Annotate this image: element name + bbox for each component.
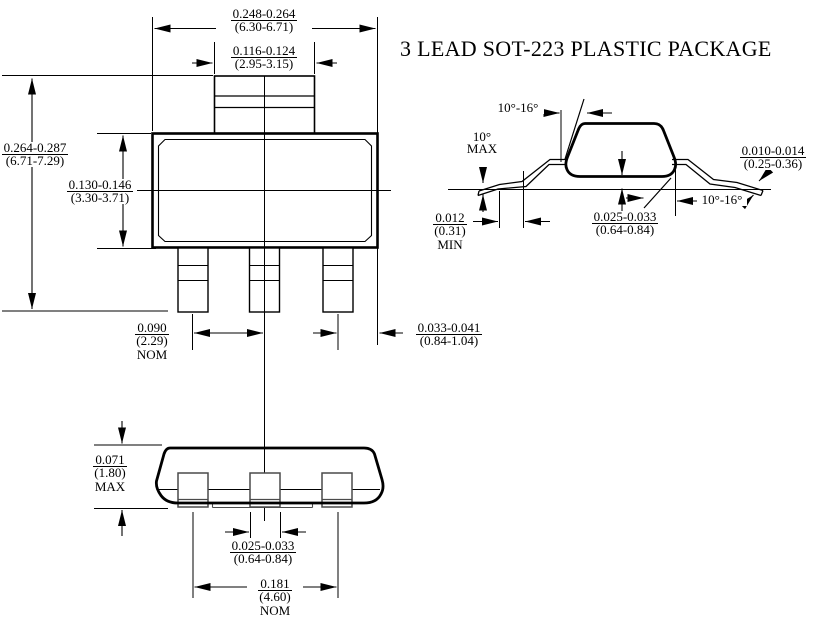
end-view: [94, 421, 385, 598]
side-body-outline: [564, 122, 678, 178]
dim-side-foot-angle: 10° MAX: [461, 130, 503, 155]
side-view: [448, 98, 774, 228]
dim-front-lead-pitch: 0.090 (2.29) NOM: [129, 321, 175, 361]
end-dimension-arrows: [118, 421, 337, 591]
end-leads: [177, 472, 353, 508]
dim-front-lead-to-edge: 0.033-0.041 (0.84-1.04): [406, 321, 492, 347]
dim-front-body-width: 0.248-0.264 (6.30-6.71): [216, 7, 312, 33]
dim-front-tab-width: 0.116-0.124 (2.95-3.15): [216, 44, 312, 70]
front-dimension-arrows: [28, 24, 403, 337]
drawing-title: 3 LEAD SOT-223 PLASTIC PACKAGE: [400, 36, 772, 61]
front-view: [2, 17, 403, 521]
end-extension-lines: [94, 444, 339, 598]
side-leads: [477, 158, 764, 197]
end-body-outline: [154, 446, 385, 505]
dim-side-tip-angle: 10°-16°: [697, 193, 747, 206]
side-dimension-arrows: [473, 109, 774, 226]
front-body-inner-chamfer: [157, 138, 373, 243]
side-extension-lines: [499, 110, 676, 228]
dim-end-height: 0.071 (1.80) MAX: [88, 453, 132, 493]
dim-side-lead-thickness: 0.010-0.014 (0.25-0.36): [731, 144, 815, 170]
front-extension-lines: [2, 17, 378, 350]
dim-end-lead-span: 0.181 (4.60) NOM: [249, 577, 301, 617]
dim-end-lead-width: 0.025-0.033 (0.64-0.84): [222, 539, 304, 565]
dim-front-body-height: 0.130-0.146 (3.30-3.71): [63, 178, 137, 204]
dim-side-top-angle: 10°-16°: [492, 101, 544, 114]
side-angle-reference-line-2: [643, 177, 672, 209]
dim-side-foot-flat: 0.012 (0.31) MIN: [429, 211, 471, 251]
dim-front-overall-height: 0.264-0.287 (6.71-7.29): [0, 141, 70, 167]
dim-side-foot-length: 0.025-0.033 (0.64-0.84): [585, 210, 665, 236]
side-angle-reference-line: [564, 98, 585, 160]
